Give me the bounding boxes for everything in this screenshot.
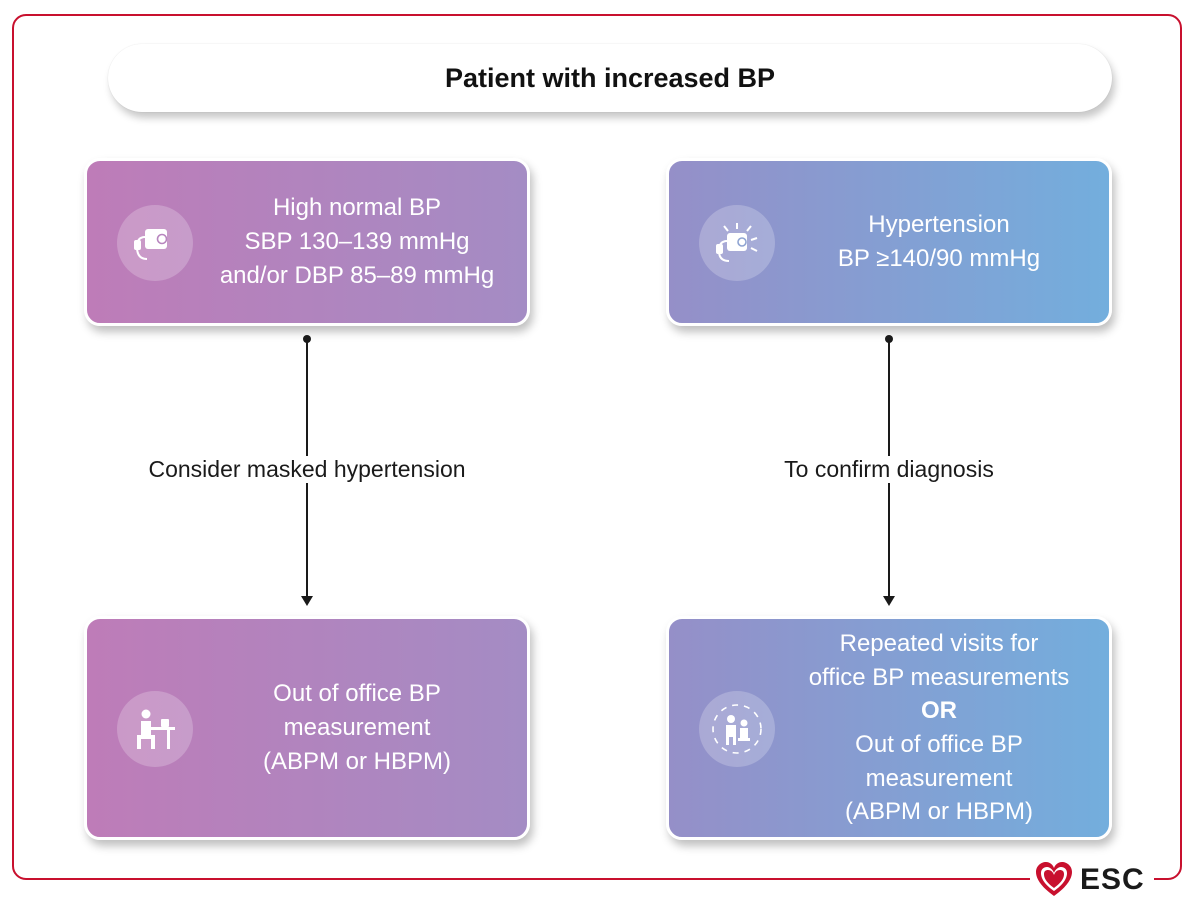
repeated-visits-line5: measurement xyxy=(865,764,1013,792)
bp-monitor-icon xyxy=(117,205,193,281)
repeated-visits-line1: Repeated visits for xyxy=(839,630,1039,658)
repeated-visits-or: OR xyxy=(921,697,957,725)
out-of-office-line2: measurement xyxy=(283,713,431,741)
high-normal-line1: High normal BP xyxy=(272,193,442,221)
high-normal-bp-box: High normal BP SBP 130–139 mmHg and/or D… xyxy=(84,158,530,326)
right-connector-arrowhead xyxy=(883,596,895,606)
high-normal-bp-text: High normal BP SBP 130–139 mmHg and/or D… xyxy=(197,161,517,323)
left-connector-arrowhead xyxy=(301,596,313,606)
title-text: Patient with increased BP xyxy=(444,62,776,93)
high-normal-line3: and/or DBP 85–89 mmHg xyxy=(219,262,495,290)
left-connector-label: Consider masked hypertension xyxy=(144,456,470,483)
out-of-office-text: Out of office BP measurement (ABPM or HB… xyxy=(197,619,517,837)
heart-logo-icon xyxy=(1036,862,1072,896)
person-at-desk-icon xyxy=(117,691,193,767)
repeated-visits-line4: Out of office BP xyxy=(855,731,1023,758)
hypertension-line2: BP ≥140/90 mmHg xyxy=(837,245,1041,272)
high-normal-line2: SBP 130–139 mmHg xyxy=(244,227,470,255)
out-of-office-line1: Out of office BP xyxy=(273,679,441,707)
outer-frame xyxy=(12,14,1182,880)
out-of-office-box: Out of office BP measurement (ABPM or HB… xyxy=(84,616,530,840)
out-of-office-line3: (ABPM or HBPM) xyxy=(262,748,451,776)
diagram-title: Patient with increased BP xyxy=(108,44,1112,112)
repeated-visits-text: Repeated visits for office BP measuremen… xyxy=(779,619,1099,837)
doctor-patient-cycle-icon xyxy=(699,691,775,767)
repeated-visits-line6: (ABPM or HBPM) xyxy=(844,798,1033,826)
repeated-visits-box: Repeated visits for office BP measuremen… xyxy=(666,616,1112,840)
right-connector-label: To confirm diagnosis xyxy=(780,456,998,483)
repeated-visits-line2: office BP measurements xyxy=(808,663,1070,691)
hypertension-text: Hypertension BP ≥140/90 mmHg xyxy=(779,161,1099,323)
bp-monitor-alert-icon xyxy=(699,205,775,281)
hypertension-line1: Hypertension xyxy=(868,210,1010,238)
esc-logo: ESC xyxy=(1030,856,1154,904)
esc-logo-text: ESC xyxy=(1080,863,1145,896)
hypertension-box: Hypertension BP ≥140/90 mmHg xyxy=(666,158,1112,326)
